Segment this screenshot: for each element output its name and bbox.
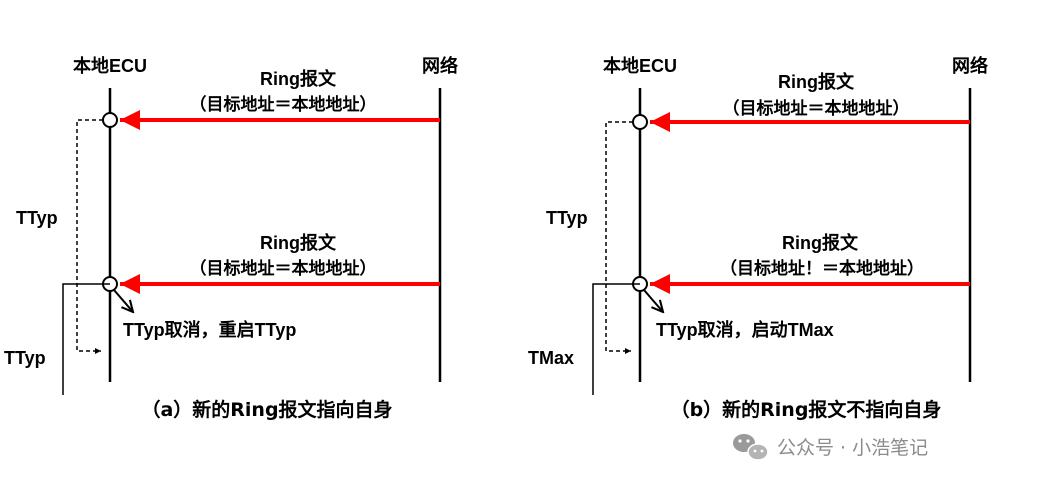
msg1-receive-point — [632, 114, 648, 130]
msg2-subtitle: （目标地址＝本地地址） — [190, 258, 377, 278]
timer1-label: TTyp — [16, 208, 58, 228]
msg2-title: Ring报文 — [260, 232, 337, 253]
msg2-title: Ring报文 — [782, 232, 859, 253]
msg1-title: Ring报文 — [260, 68, 337, 89]
caption-b: （b）新的Ring报文不指向自身 — [671, 398, 942, 421]
panel-b: 本地ECU 网络 Ring报文 （目标地址＝本地地址） Ring报文 （目标地址… — [528, 55, 988, 421]
msg1-subtitle: （目标地址＝本地地址） — [190, 94, 377, 114]
action-arrow — [643, 289, 663, 312]
timer2-label: TTyp — [4, 348, 46, 368]
watermark-text: 公众号 · 小浩笔记 — [777, 437, 928, 459]
network-label: 网络 — [422, 55, 458, 76]
action-label: TTyp取消，启动TMax — [656, 319, 834, 340]
msg1-receive-point — [102, 112, 118, 128]
timer1-bracket — [605, 121, 633, 354]
timer1-bracket — [76, 119, 103, 354]
wechat-icon — [733, 434, 769, 461]
caption-a: （a）新的Ring报文指向自身 — [141, 398, 392, 421]
ecu-label: 本地ECU — [603, 55, 677, 76]
msg1-subtitle: （目标地址＝本地地址） — [723, 98, 910, 118]
timer1-label: TTyp — [546, 208, 588, 228]
ecu-label: 本地ECU — [73, 55, 147, 76]
panel-a: 本地ECU 网络 Ring报文 （目标地址＝本地地址） Ring报文 （目标地址… — [4, 55, 458, 421]
action-label: TTyp取消，重启TTyp — [123, 319, 296, 340]
action-arrow — [113, 289, 133, 312]
msg1-title: Ring报文 — [778, 71, 855, 92]
watermark: 公众号 · 小浩笔记 — [733, 434, 928, 461]
network-label: 网络 — [952, 55, 988, 76]
timer2-bracket — [62, 283, 110, 395]
timer2-label: TMax — [528, 348, 574, 368]
msg2-subtitle: （目标地址！＝本地地址） — [720, 258, 924, 278]
timer2-bracket — [592, 283, 640, 395]
